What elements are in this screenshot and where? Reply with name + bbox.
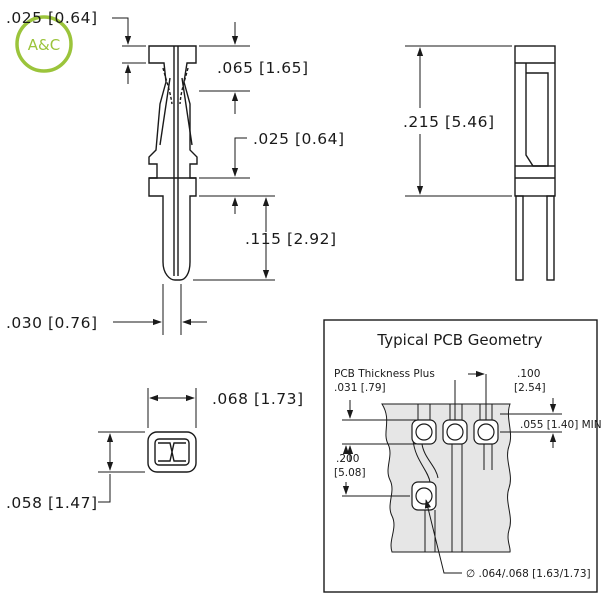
front-view-hidden-right <box>179 67 189 105</box>
dim-barb-gap-label: .025 [0.64] <box>253 130 345 148</box>
dim-end-height <box>98 431 145 503</box>
front-view-outline <box>148 45 198 281</box>
dim-end-width-label: .068 [1.73] <box>212 390 304 408</box>
pcb-offset-label: .055 [1.40] MIN <box>520 419 602 431</box>
pcb-hole-label: ∅ .064/.068 [1.63/1.73] <box>466 568 591 580</box>
logo: A&C <box>15 15 73 73</box>
pcb-traces <box>412 404 493 552</box>
pcb-title: Typical PCB Geometry <box>376 331 542 349</box>
front-view <box>148 45 198 281</box>
side-view-leg-right <box>546 195 555 281</box>
pcb-pitch-in: .100 <box>517 368 540 380</box>
dim-side-height <box>405 45 512 197</box>
dim-end-height-label: .058 [1.47] <box>6 494 98 512</box>
dim-top-tab-label: .025 [0.64] <box>6 9 98 27</box>
dim-side-height-label: .215 [5.46] <box>403 113 495 131</box>
dim-top-tab <box>112 17 132 84</box>
front-view-extension-lines <box>122 45 275 335</box>
dim-pin-width-label: .030 [0.76] <box>6 314 98 332</box>
dim-tip-length-label: .115 [2.92] <box>245 230 337 248</box>
pcb-thickness-label: PCB Thickness Plus <box>334 368 435 380</box>
end-view-outer <box>147 431 197 473</box>
pcb-dim-lines <box>342 370 562 574</box>
logo-ring <box>15 15 73 73</box>
front-view-spring-right <box>181 77 193 146</box>
dim-head-height-label: .065 [1.65] <box>217 59 309 77</box>
logo-text: A&C <box>28 36 60 54</box>
front-view-spring-left <box>159 77 171 146</box>
dim-barb-gap <box>231 137 247 214</box>
side-view-body <box>514 45 556 197</box>
side-view-leg-left <box>515 195 524 281</box>
pcb-row-mm: [5.08] <box>334 467 366 479</box>
side-view <box>514 45 556 281</box>
end-view <box>147 431 197 473</box>
pcb-thickness-value: .031 [.79] <box>334 382 386 394</box>
end-view-contact <box>158 442 186 462</box>
end-view-inner <box>154 438 190 466</box>
front-view-hidden-left <box>162 67 173 105</box>
side-view-spring <box>525 63 549 167</box>
pcb-panel: Typical PCB Geometry <box>323 319 602 593</box>
pcb-pitch-mm: [2.54] <box>514 382 546 394</box>
dim-end-width <box>147 388 197 428</box>
pcb-row-in: .200 <box>336 453 359 465</box>
